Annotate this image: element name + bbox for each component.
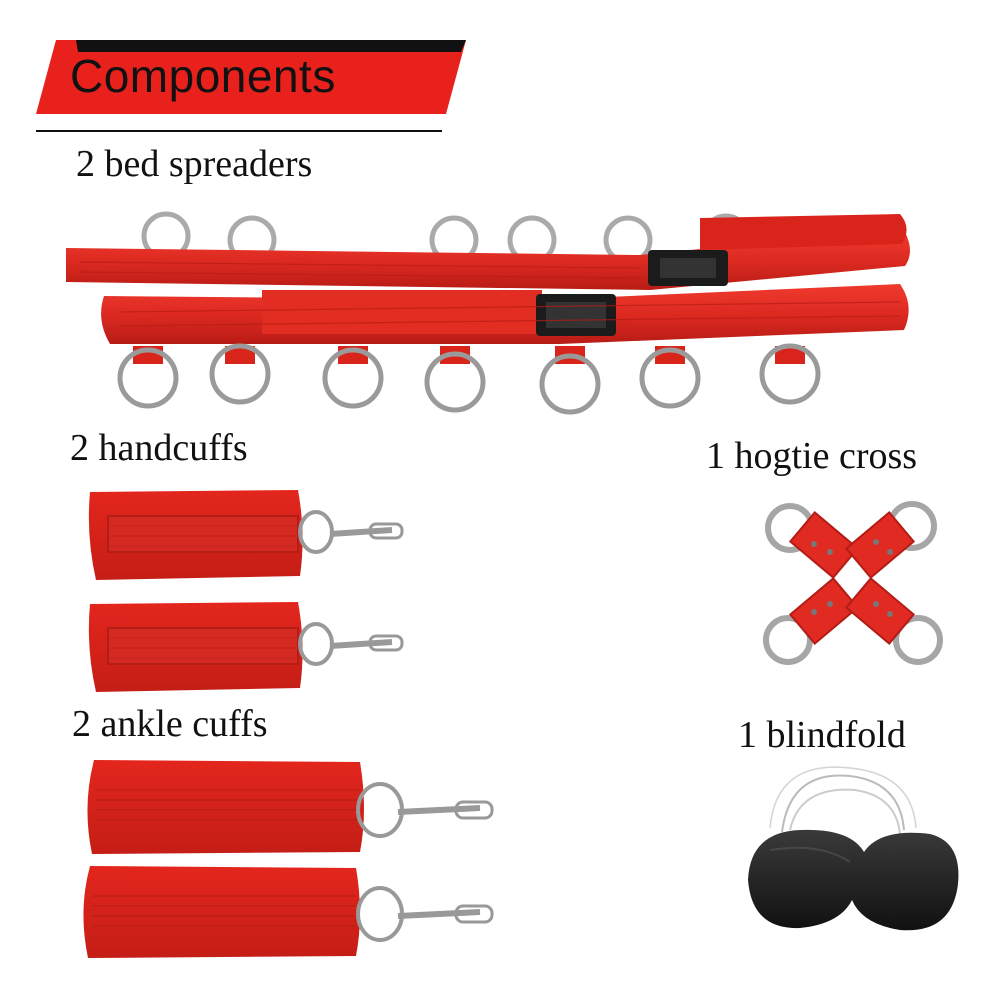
blindfold-label: 1 blindfold bbox=[738, 714, 906, 756]
bed-spreaders-label: 2 bed spreaders bbox=[76, 143, 313, 185]
components-banner bbox=[36, 40, 466, 114]
handcuffs-image bbox=[88, 490, 404, 692]
blindfold-image bbox=[748, 766, 959, 931]
hogtie-cross-label: 1 hogtie cross bbox=[706, 435, 918, 477]
ankle-cuffs-label: 2 ankle cuffs bbox=[72, 703, 268, 745]
hogtie-cross-image bbox=[763, 501, 943, 665]
ankle-cuffs-image bbox=[83, 760, 494, 958]
handcuffs-label: 2 handcuffs bbox=[70, 427, 248, 469]
page-title: Components bbox=[70, 50, 336, 102]
bed-spreaders-image bbox=[66, 211, 910, 415]
title-divider bbox=[36, 130, 442, 132]
